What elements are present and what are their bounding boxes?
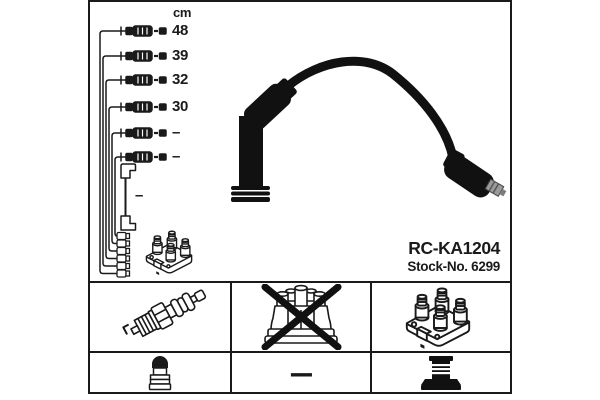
stud-terminal-icon [421, 355, 461, 390]
part-info: RC-KA1204 Stock-No. 6299 [407, 239, 500, 275]
part-number: RC-KA1204 [408, 238, 500, 258]
cable-set-diagram [99, 24, 510, 278]
ignition-coil-icon [146, 231, 191, 275]
cable-bus-lines [99, 30, 121, 275]
cell-distributor-cap [230, 283, 370, 351]
cell-spark-plug [90, 283, 230, 351]
cable-wire [283, 56, 458, 163]
dash-label: – [289, 353, 313, 392]
spec-table: – [90, 281, 510, 392]
stock-number: Stock-No. 6299 [407, 259, 500, 274]
cell-stud-terminal [370, 351, 510, 392]
coil-wire-length: – [135, 187, 144, 204]
cable-length-1: 48 [172, 22, 189, 39]
ignition-cable-photo [231, 56, 507, 202]
coil-connector-stack [116, 231, 131, 278]
unit-label: cm [173, 5, 192, 20]
cable-length-3: 32 [172, 71, 189, 88]
ignition-coil-icon [386, 284, 496, 350]
metal-terminal [484, 178, 507, 197]
distributor-cap-crossed-out-icon [261, 284, 342, 350]
cable-length-5: – [172, 124, 181, 141]
cell-plug-terminal [90, 351, 230, 392]
content-frame: cm 48 39 32 30 – – – [88, 0, 512, 394]
spark-plug-terminal-icon [148, 355, 172, 390]
cross-out-x [261, 284, 342, 350]
spark-plug-icon [122, 289, 207, 338]
coil-wire-icon [120, 163, 137, 231]
cable-length-2: 39 [172, 47, 189, 64]
spark-plug-boot [231, 78, 297, 202]
cell-ignition-coil [370, 283, 510, 351]
spark-plug-lead-icons [119, 24, 168, 164]
coil-end-boot [443, 148, 494, 198]
cable-length-6: – [172, 148, 181, 165]
cell-no-part: – [230, 351, 370, 392]
cable-length-4: 30 [172, 98, 189, 115]
